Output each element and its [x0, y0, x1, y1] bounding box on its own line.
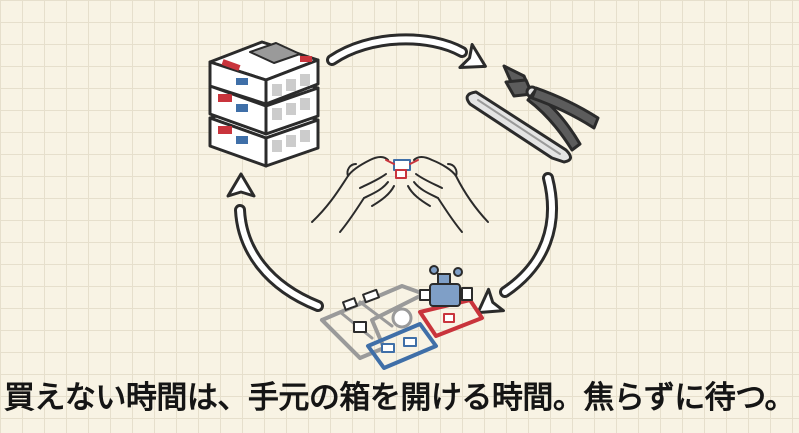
hands-assembling-part-icon [311, 156, 489, 233]
plastic-model-runner-icon [320, 265, 484, 370]
cycle-arrow-icon [469, 172, 558, 325]
nippers-and-file-icon [465, 64, 600, 164]
cycle-arrow-icon [326, 33, 494, 80]
cycle-arrow-icon [226, 172, 324, 312]
caption-text: 買えない時間は、手元の箱を開ける時間。焦らずに待つ。 [3, 380, 796, 416]
stacked-kit-boxes-icon [208, 40, 320, 168]
